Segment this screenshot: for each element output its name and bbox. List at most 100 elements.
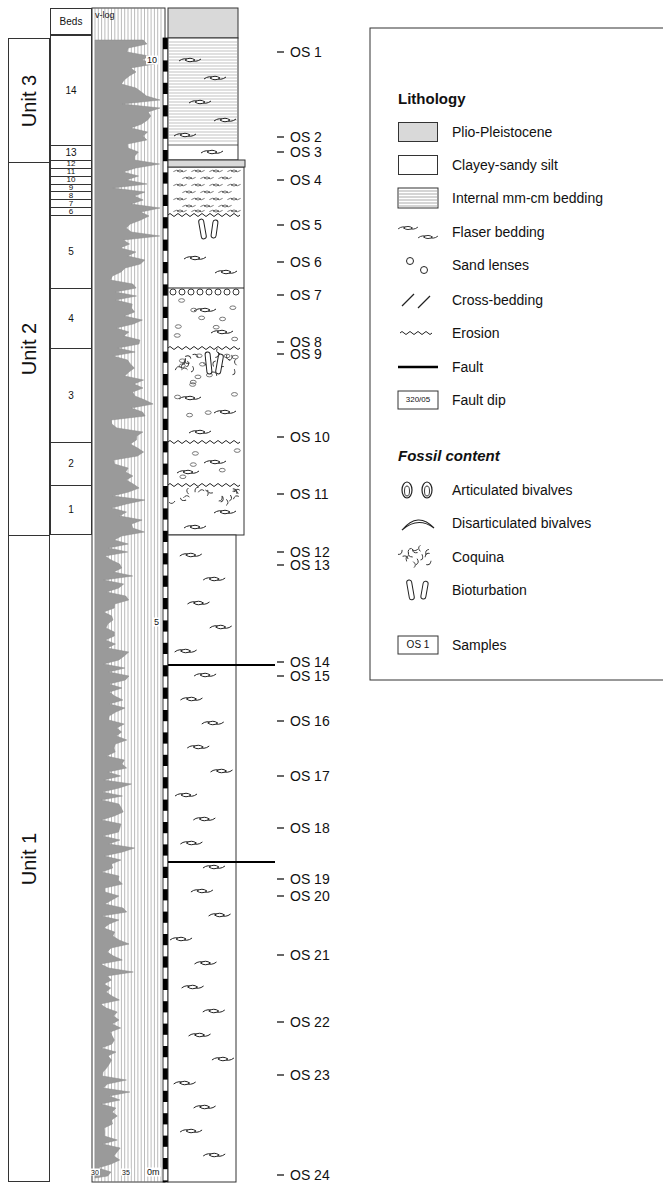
flaser-wave (398, 227, 418, 229)
flaser-lens (176, 937, 186, 941)
coquina-shell (205, 490, 208, 496)
scale-frame (163, 38, 168, 1182)
coquina-shell (225, 499, 228, 505)
scale-segment (163, 105, 168, 116)
flaser-lens (424, 235, 433, 238)
flaser-wave (173, 170, 186, 172)
flaser-symbol (182, 177, 195, 179)
flaser-wave (191, 184, 204, 186)
sample-label: OS 20 (290, 889, 330, 903)
sample-label: OS 18 (290, 821, 330, 835)
bivalve-inner (405, 486, 410, 496)
flaser-lens (177, 198, 183, 200)
scale-segment (163, 262, 168, 273)
flaser-wave (200, 191, 213, 193)
flaser-symbol (418, 235, 438, 238)
bedding-line (169, 66, 237, 67)
grid-line (157, 8, 158, 1182)
flaser-lens (185, 58, 195, 62)
coquina-shell (233, 488, 238, 494)
scale-segment (163, 128, 168, 139)
flaser-symbol (174, 133, 196, 137)
flaser-lens (177, 170, 183, 172)
flaser-lens (209, 1153, 219, 1157)
flaser-wave (209, 198, 222, 200)
scale-segment (163, 240, 168, 251)
bedding-line (169, 90, 237, 91)
flaser-wave (204, 461, 226, 464)
flaser-wave (189, 1034, 211, 1037)
bedding-line (169, 87, 237, 88)
flaser-lens (204, 177, 210, 179)
coquina-shell (183, 496, 189, 498)
sand-lens (407, 258, 414, 265)
flaser-wave (175, 650, 197, 653)
flaser-wave (203, 866, 225, 869)
flaser-lens (220, 510, 230, 514)
scale-segment (163, 441, 168, 452)
coquina-shell (169, 501, 175, 504)
bed-cell: 8 (50, 191, 92, 199)
flaser-wave (194, 309, 216, 312)
flaser-symbol (194, 673, 216, 677)
flaser-wave (209, 184, 222, 186)
flaser-symbol (179, 58, 201, 62)
flaser-wave (193, 818, 215, 821)
flaser-wave (175, 794, 197, 797)
bed-cell: 2 (50, 442, 92, 485)
flaser-lens (218, 1057, 228, 1061)
flaser-lens (177, 184, 183, 186)
flaser-lens (180, 133, 190, 137)
flaser-symbol (210, 625, 232, 629)
legend-frame (370, 28, 663, 680)
sand-lens (179, 299, 185, 303)
erosion-line (168, 441, 240, 444)
axis-number: 10 (146, 56, 158, 65)
burrow (211, 220, 218, 239)
coquina-shell (181, 368, 187, 371)
flaser-wave (182, 191, 195, 193)
bedding-line (169, 99, 237, 100)
flaser-symbol (227, 198, 240, 200)
scale-segment (163, 60, 168, 71)
flaser-lens (186, 553, 196, 557)
flaser-symbol (175, 793, 197, 797)
sand-lens (170, 289, 176, 295)
flaser-wave (218, 191, 231, 193)
flaser-wave (214, 411, 236, 414)
legend-text: Sand lenses (452, 258, 529, 272)
flaser-wave (200, 205, 213, 207)
flaser-lens (404, 226, 413, 229)
flaser-wave (211, 770, 233, 773)
grid-line (154, 8, 155, 1182)
flaser-lens (195, 170, 201, 172)
scale-segment (163, 217, 168, 228)
scale-segment (163, 329, 168, 340)
scale-segment (163, 620, 168, 631)
bedding-line (169, 84, 237, 85)
flaser-symbol (182, 191, 195, 193)
sand-lens (179, 289, 185, 295)
flaser-wave (187, 746, 209, 749)
flaser-wave (204, 77, 226, 80)
legend-text: Fault dip (452, 393, 506, 407)
cross-bed (402, 294, 414, 306)
sample-tick (277, 294, 284, 295)
scale-segment (163, 1068, 168, 1079)
flaser-symbol (182, 205, 195, 207)
scale-segment (163, 665, 168, 676)
flaser-symbol (214, 118, 236, 122)
flaser-wave (180, 1130, 202, 1133)
sand-lens (220, 317, 226, 321)
sample-label: OS 4 (290, 173, 322, 187)
scale-segment (163, 38, 168, 49)
flaser-wave (194, 674, 216, 677)
axis-number: 35 (121, 1169, 131, 1176)
flaser-lens (216, 625, 226, 629)
flaser-symbol (211, 330, 233, 334)
sand-lens (175, 325, 181, 329)
bedding-line (169, 129, 237, 130)
flaser-wave (173, 184, 186, 186)
bed-number: 5 (68, 247, 74, 257)
v-log-track (92, 8, 165, 1182)
